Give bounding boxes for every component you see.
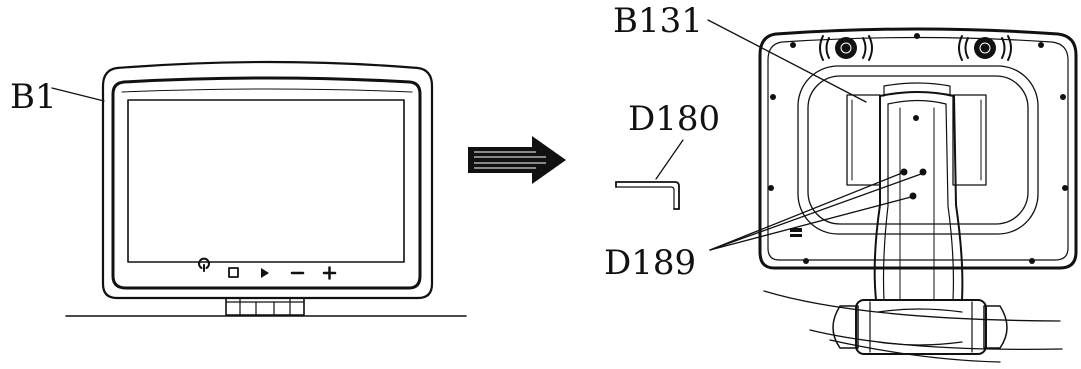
direction-arrow bbox=[468, 136, 566, 184]
speaker-right-icon bbox=[958, 35, 1012, 61]
play-icon bbox=[261, 268, 269, 278]
monitor-rear-view bbox=[758, 27, 1078, 363]
mount-bracket bbox=[873, 82, 964, 301]
label-d189: D189 bbox=[604, 243, 696, 283]
label-b1: B1 bbox=[10, 77, 57, 117]
pipe-clamp bbox=[763, 290, 1063, 363]
power-icon bbox=[198, 257, 210, 272]
plus-icon bbox=[322, 266, 337, 280]
speaker-left-icon bbox=[819, 35, 873, 61]
hex-key bbox=[615, 181, 680, 210]
home-icon bbox=[228, 267, 239, 278]
bracket-screws bbox=[900, 115, 927, 200]
housing-screws bbox=[768, 33, 1068, 264]
monitor-front-view bbox=[65, 60, 467, 317]
monitor-stand bbox=[225, 297, 305, 316]
label-d180: D180 bbox=[628, 99, 720, 139]
screen bbox=[127, 99, 405, 263]
label-b131: B131 bbox=[613, 1, 703, 41]
